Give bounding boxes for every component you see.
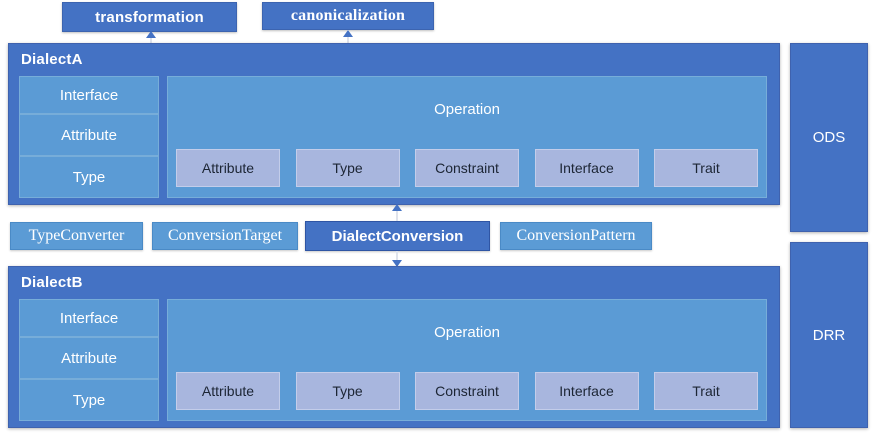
conversion-conversionpattern[interactable]: ConversionPattern (500, 222, 652, 250)
dialect-a-left-attribute[interactable]: Attribute (19, 114, 159, 156)
dialect-b-left-column: Interface Attribute Type (19, 299, 159, 421)
dialect-a-left-type[interactable]: Type (19, 156, 159, 198)
dialect-b-op-type[interactable]: Type (295, 372, 400, 410)
conversion-dialectconversion[interactable]: DialectConversion (305, 221, 490, 251)
conversion-conversiontarget[interactable]: ConversionTarget (152, 222, 298, 250)
side-panel-ods[interactable]: ODS (790, 43, 868, 232)
dialect-b-op-constraint[interactable]: Constraint (415, 372, 519, 410)
dialect-a-title: DialectA (21, 51, 83, 68)
dialect-b-title: DialectB (21, 274, 83, 291)
dialect-a-left-column: Interface Attribute Type (19, 76, 159, 198)
dialect-b-operation-items: Attribute Type Constraint Interface Trai… (176, 372, 758, 410)
dialect-b-left-attribute[interactable]: Attribute (19, 337, 159, 379)
dialect-b-left-type[interactable]: Type (19, 379, 159, 421)
dialect-b-container[interactable]: DialectB Interface Attribute Type Operat… (8, 266, 780, 428)
dialect-a-container[interactable]: DialectA Interface Attribute Type Operat… (8, 43, 780, 205)
dialect-b-left-interface[interactable]: Interface (19, 299, 159, 337)
connector-dialectconversion-up (396, 205, 398, 221)
callout-canonicalization[interactable]: canonicalization (262, 2, 434, 30)
arrow-up-canonicalization (343, 30, 353, 37)
side-panel-drr[interactable]: DRR (790, 242, 868, 428)
arrow-down-dialectconversion (392, 260, 402, 267)
dialect-b-op-trait[interactable]: Trait (654, 372, 758, 410)
dialect-a-left-interface[interactable]: Interface (19, 76, 159, 114)
dialect-a-op-interface[interactable]: Interface (534, 149, 639, 187)
connector-dialectconversion-down (396, 251, 398, 267)
conversion-typeconverter[interactable]: TypeConverter (10, 222, 143, 250)
arrow-up-transformation (146, 31, 156, 38)
dialect-a-operation-items: Attribute Type Constraint Interface Trai… (176, 149, 758, 187)
dialect-a-operation-label: Operation (434, 101, 500, 118)
dialect-a-op-trait[interactable]: Trait (654, 149, 758, 187)
dialect-a-op-type[interactable]: Type (295, 149, 400, 187)
dialect-b-op-interface[interactable]: Interface (534, 372, 639, 410)
dialect-b-operation-panel[interactable]: Operation Attribute Type Constraint Inte… (167, 299, 767, 421)
arrow-up-dialectconversion (392, 204, 402, 211)
dialect-a-operation-panel[interactable]: Operation Attribute Type Constraint Inte… (167, 76, 767, 198)
callout-transformation[interactable]: transformation (62, 2, 237, 32)
dialect-a-op-attribute[interactable]: Attribute (176, 149, 280, 187)
dialect-a-op-constraint[interactable]: Constraint (415, 149, 519, 187)
dialect-b-operation-label: Operation (434, 324, 500, 341)
dialect-b-op-attribute[interactable]: Attribute (176, 372, 280, 410)
